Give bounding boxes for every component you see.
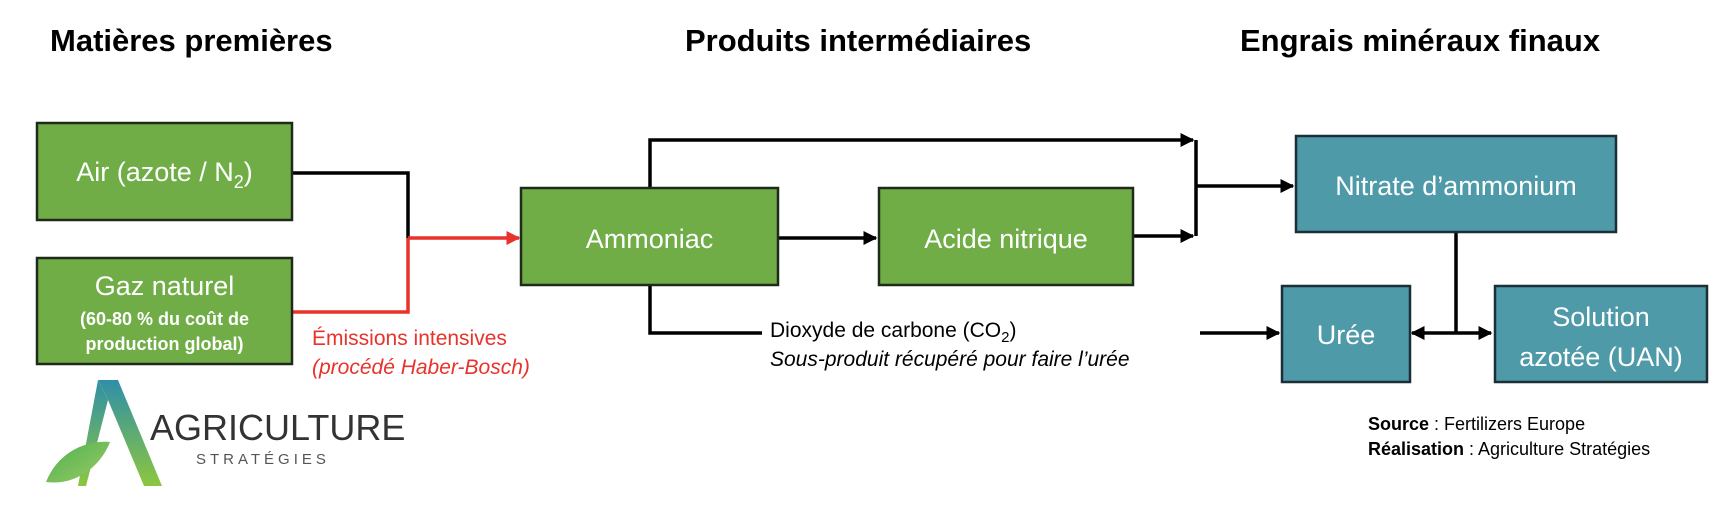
arrow-ammoniac-to-nitrate <box>648 133 1195 188</box>
node-uan-label-2: azotée (UAN) <box>1519 342 1683 372</box>
logo-tagline: STRATÉGIES <box>196 451 330 468</box>
node-uan: Solution azotée (UAN) <box>1493 284 1709 384</box>
node-nitric-box <box>877 186 1135 287</box>
node-ammonium-nitrate: Nitrate d’ammonium <box>1294 134 1618 234</box>
node-uree-label: Urée <box>1317 320 1376 350</box>
node-ammoniac-box <box>519 186 780 287</box>
node-nitrate-label: Nitrate d’ammonium <box>1335 171 1577 201</box>
node-uan-box <box>1493 284 1709 384</box>
heading-final-fertilizers: Engrais minéraux finaux <box>1240 23 1601 58</box>
node-nitric-acid: Acide nitrique <box>877 186 1135 287</box>
node-gas-box <box>35 256 294 366</box>
node-air-box <box>35 121 294 222</box>
node-air: Air (azote / N2) <box>35 121 294 222</box>
node-natural-gas: Gaz naturel (60-80 % du coût de producti… <box>35 256 294 366</box>
connector-air <box>292 171 410 238</box>
connector-co2 <box>648 285 762 335</box>
connectors <box>292 133 1493 340</box>
node-gas-note-1: (60-80 % du coût de <box>80 309 249 329</box>
logo-a-icon <box>98 380 162 486</box>
co2-note: Sous-produit récupéré pour faire l’urée <box>770 348 1130 371</box>
credit-line: Réalisation : Agriculture Stratégies <box>1368 439 1650 459</box>
node-nitrate-box <box>1294 134 1618 234</box>
heading-intermediate-products: Produits intermédiaires <box>685 23 1031 58</box>
node-uree: Urée <box>1280 284 1412 384</box>
heading-raw-materials: Matières premières <box>50 23 333 58</box>
node-ammoniac-label: Ammoniac <box>586 224 714 254</box>
emissions-label: Émissions intensives <box>312 327 507 350</box>
node-gas-note-2: production global) <box>86 334 244 354</box>
node-air-label: Air (azote / N2) <box>76 157 253 192</box>
node-uree-box <box>1280 284 1412 384</box>
node-nitric-label: Acide nitrique <box>924 224 1088 254</box>
co2-label: Dioxyde de carbone (CO2) <box>770 319 1016 346</box>
logo-name: AGRICULTURE <box>150 407 405 448</box>
emissions-process: (procédé Haber-Bosch) <box>312 356 530 379</box>
source-line: Source : Fertilizers Europe <box>1368 414 1585 434</box>
leaf-icon <box>46 441 110 483</box>
node-uan-label-1: Solution <box>1552 302 1650 332</box>
node-ammoniac: Ammoniac <box>519 186 780 287</box>
node-gas-label: Gaz naturel <box>95 271 235 301</box>
connector-gas <box>292 238 410 314</box>
agriculture-strategies-logo: AGRICULTURE STRATÉGIES <box>46 380 405 486</box>
